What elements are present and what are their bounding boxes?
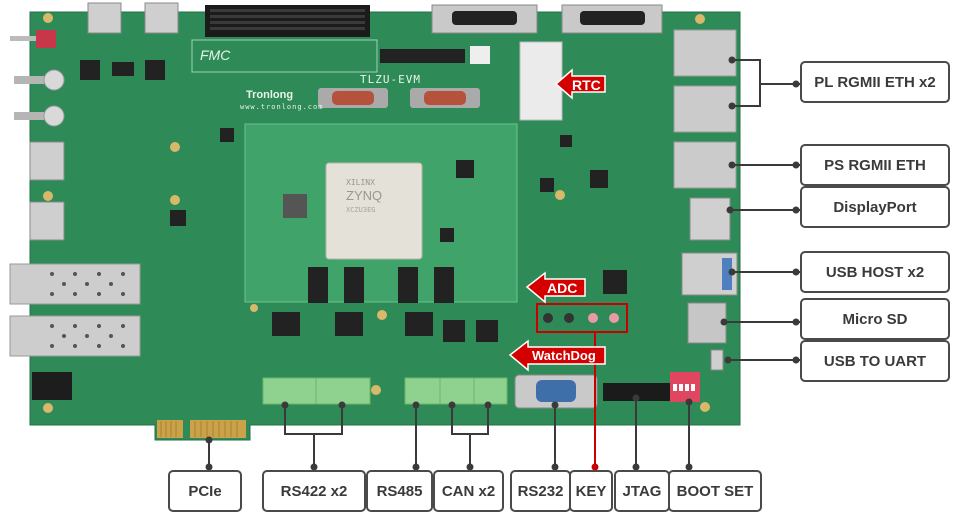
label-rs232: RS232 [510,470,571,512]
label-rs485: RS485 [366,470,433,512]
label-usb-host: USB HOST x2 [800,251,950,293]
watchdog-callout: WatchDog [532,348,596,363]
label-key: KEY [569,470,613,512]
label-rs422: RS422 x2 [262,470,366,512]
label-micro-sd: Micro SD [800,298,950,340]
label-pcie: PCIe [168,470,242,512]
adc-callout: ADC [547,280,578,296]
label-usb-to-uart: USB TO UART [800,340,950,382]
label-ps-rgmii-eth: PS RGMII ETH [800,144,950,186]
board-model: TLZU-EVM [360,73,421,86]
label-pl-rgmii-eth: PL RGMII ETH x2 [800,61,950,103]
chip-vendor: XILINX [346,178,375,187]
chip-family: ZYNQ [346,188,383,203]
brand-name: Tronlong [246,89,294,101]
brand-website: www.tronlong.com [240,103,324,111]
label-displayport: DisplayPort [800,186,950,228]
rtc-callout: RTC [572,77,601,93]
label-can: CAN x2 [433,470,504,512]
label-boot-set: BOOT SET [668,470,762,512]
fmc-logo: FMC [200,47,231,63]
label-jtag: JTAG [614,470,670,512]
chip-part: XCZU3EG [346,206,376,214]
